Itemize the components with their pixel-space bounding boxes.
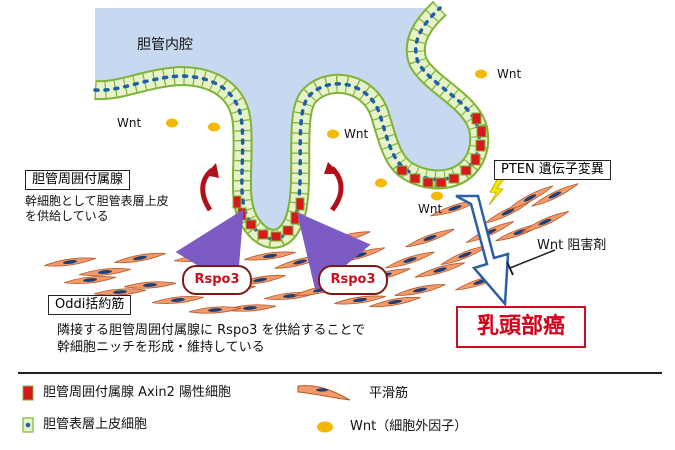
muscle-nucleus	[253, 277, 267, 283]
legend-epithelial-label: 胆管表層上皮細胞	[43, 417, 148, 432]
muscle-nucleus	[403, 257, 417, 263]
legend-muscle-label: 平滑筋	[369, 386, 409, 401]
legend-wnt-icon	[317, 421, 333, 433]
muscle-nucleus	[423, 235, 437, 241]
muscle-nucleus	[143, 283, 157, 287]
muscle-nucleus	[388, 299, 402, 305]
supply-arrow-right	[329, 166, 344, 212]
legend-axin2-icon	[22, 385, 34, 401]
legend-axin2-label: 胆管周囲付属腺 Axin2 陽性細胞	[43, 385, 231, 400]
mutation-lightning-icon	[488, 177, 506, 206]
oddi-desc-line2: 幹細胞ニッチを形成・維持している	[57, 340, 265, 355]
muscle-nucleus	[548, 191, 562, 199]
duct-lumen-area	[95, 8, 475, 234]
axin2-positive-cells	[232, 112, 487, 242]
muscle-nucleus	[513, 229, 527, 235]
muscle-nucleus	[243, 306, 257, 310]
gland-desc-line2: を供給している	[25, 209, 109, 223]
muscle-nucleus	[98, 270, 112, 274]
rspo3-arrow-left	[175, 209, 244, 290]
muscle-nucleus	[501, 208, 515, 216]
muscle-nucleus	[448, 205, 462, 211]
muscle-nucleus	[353, 297, 367, 303]
muscle-nucleus	[133, 255, 147, 261]
rspo3-badge-right: Rspo3	[318, 265, 388, 295]
gland-label-box: 胆管周囲付属腺	[25, 170, 131, 191]
wnt-inhibitor-label: Wnt 阻害剤	[537, 238, 607, 253]
gland-desc-line1: 幹細胞として胆管表層上皮	[25, 194, 169, 208]
muscle-nucleus	[458, 251, 472, 259]
rspo3-badge-left: Rspo3	[182, 265, 252, 295]
pten-mutation-box: PTEN 遺伝子変異	[494, 160, 611, 181]
muscle-nucleus	[83, 278, 97, 282]
muscle-nucleus	[523, 194, 537, 202]
muscle-nucleus	[413, 287, 427, 293]
muscle-nucleus	[171, 298, 185, 302]
inhibitor-line	[509, 249, 556, 269]
progression-arrow	[455, 194, 510, 308]
wnt-dots	[166, 69, 487, 201]
muscle-nucleus	[283, 294, 297, 298]
smooth-muscle-layer	[44, 183, 579, 314]
wnt-label: Wnt	[418, 202, 443, 216]
wnt-label: Wnt	[344, 127, 369, 141]
ampullary-cancer-box: 乳頭部癌	[456, 306, 586, 348]
muscle-nucleus	[63, 259, 77, 265]
oddi-desc-line1: 隣接する胆管周囲付属腺に Rspo3 を供給することで	[57, 323, 366, 338]
legend-muscle-icon	[297, 385, 351, 401]
wnt-label: Wnt	[117, 116, 142, 130]
wnt-label: Wnt	[497, 67, 522, 81]
muscle-nucleus	[208, 308, 222, 312]
duct-lumen-label: 胆管内腔	[137, 37, 193, 53]
oddi-label-box: Oddi括約筋	[48, 295, 132, 316]
muscle-nucleus	[433, 267, 447, 273]
legend-wnt-label: Wnt（細胞外因子）	[350, 419, 468, 434]
muscle-nucleus	[263, 253, 277, 259]
muscle-nucleus	[538, 218, 552, 226]
muscle-nucleus	[113, 290, 127, 294]
